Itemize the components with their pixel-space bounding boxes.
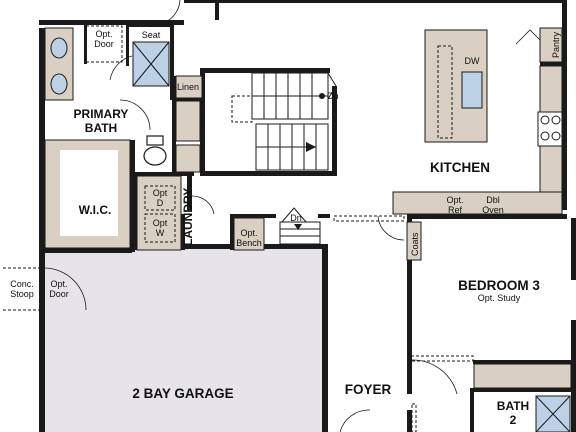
garage-floor bbox=[44, 245, 322, 432]
opt-door-top-label-1: Opt. bbox=[95, 29, 112, 39]
linen-label: Linen bbox=[177, 82, 199, 92]
fixtures bbox=[50, 37, 571, 432]
opt-w-label-2: W bbox=[156, 228, 165, 238]
dn-stair-label: Dn bbox=[327, 91, 339, 101]
opt-d-label-1: Opt bbox=[153, 188, 168, 198]
conc-stoop-label-2: Stoop bbox=[10, 289, 34, 299]
opt-door-left-label-2: Door bbox=[49, 289, 69, 299]
sink-icon bbox=[50, 73, 68, 95]
staircase bbox=[231, 72, 337, 245]
room-labels: KITCHEN PRIMARY BATH W.I.C. LAUNDRY 2 BA… bbox=[74, 107, 541, 427]
foyer-label: FOYER bbox=[345, 382, 392, 397]
kitchen-label: KITCHEN bbox=[430, 160, 490, 175]
foyer-floor bbox=[327, 218, 407, 432]
kitchen-sink-icon bbox=[461, 71, 483, 109]
bath2-label-line1: BATH bbox=[497, 399, 529, 413]
toilet-icon bbox=[143, 135, 167, 166]
cooktop-icon bbox=[537, 111, 563, 147]
seat-label: Seat bbox=[142, 30, 161, 40]
pantry-label: Pantry bbox=[551, 31, 561, 58]
dbl-oven-label-2: Oven bbox=[482, 205, 504, 215]
wic-label: W.I.C. bbox=[79, 203, 112, 217]
primary-bath-label-line1: PRIMARY bbox=[74, 107, 129, 121]
primary-bath-label-line2: BATH bbox=[85, 121, 117, 135]
dw-label: DW bbox=[465, 56, 480, 66]
laundry-label: LAUNDRY bbox=[181, 188, 195, 246]
opt-ref-label-2: Ref bbox=[448, 205, 463, 215]
opt-w-label-1: Opt bbox=[153, 218, 168, 228]
dn-garage-label: Dn bbox=[290, 213, 302, 223]
dashed-elements bbox=[3, 0, 541, 432]
opt-bench-label-1: Opt. bbox=[240, 228, 257, 238]
fixture-labels: Opt. Door Seat Linen Dn DW Pantry Opt D … bbox=[10, 29, 561, 299]
opt-door-top-label-2: Door bbox=[94, 39, 114, 49]
conc-stoop-label-1: Conc. bbox=[10, 279, 34, 289]
dbl-oven-label-1: Dbl bbox=[486, 195, 500, 205]
bath2-label-line2: 2 bbox=[510, 413, 517, 427]
bedroom3-label: BEDROOM 3 bbox=[458, 278, 540, 293]
bedroom3-sublabel: Opt. Study bbox=[478, 293, 521, 303]
coats-label: Coats bbox=[410, 232, 420, 256]
opt-d-label-2: D bbox=[157, 198, 164, 208]
opt-bench-label-2: Bench bbox=[236, 238, 262, 248]
walls bbox=[39, 0, 576, 432]
sink-icon bbox=[50, 37, 68, 59]
opt-door-left-label-1: Opt. bbox=[50, 279, 67, 289]
garage-label: 2 BAY GARAGE bbox=[132, 386, 233, 401]
opt-ref-label-1: Opt. bbox=[446, 195, 463, 205]
